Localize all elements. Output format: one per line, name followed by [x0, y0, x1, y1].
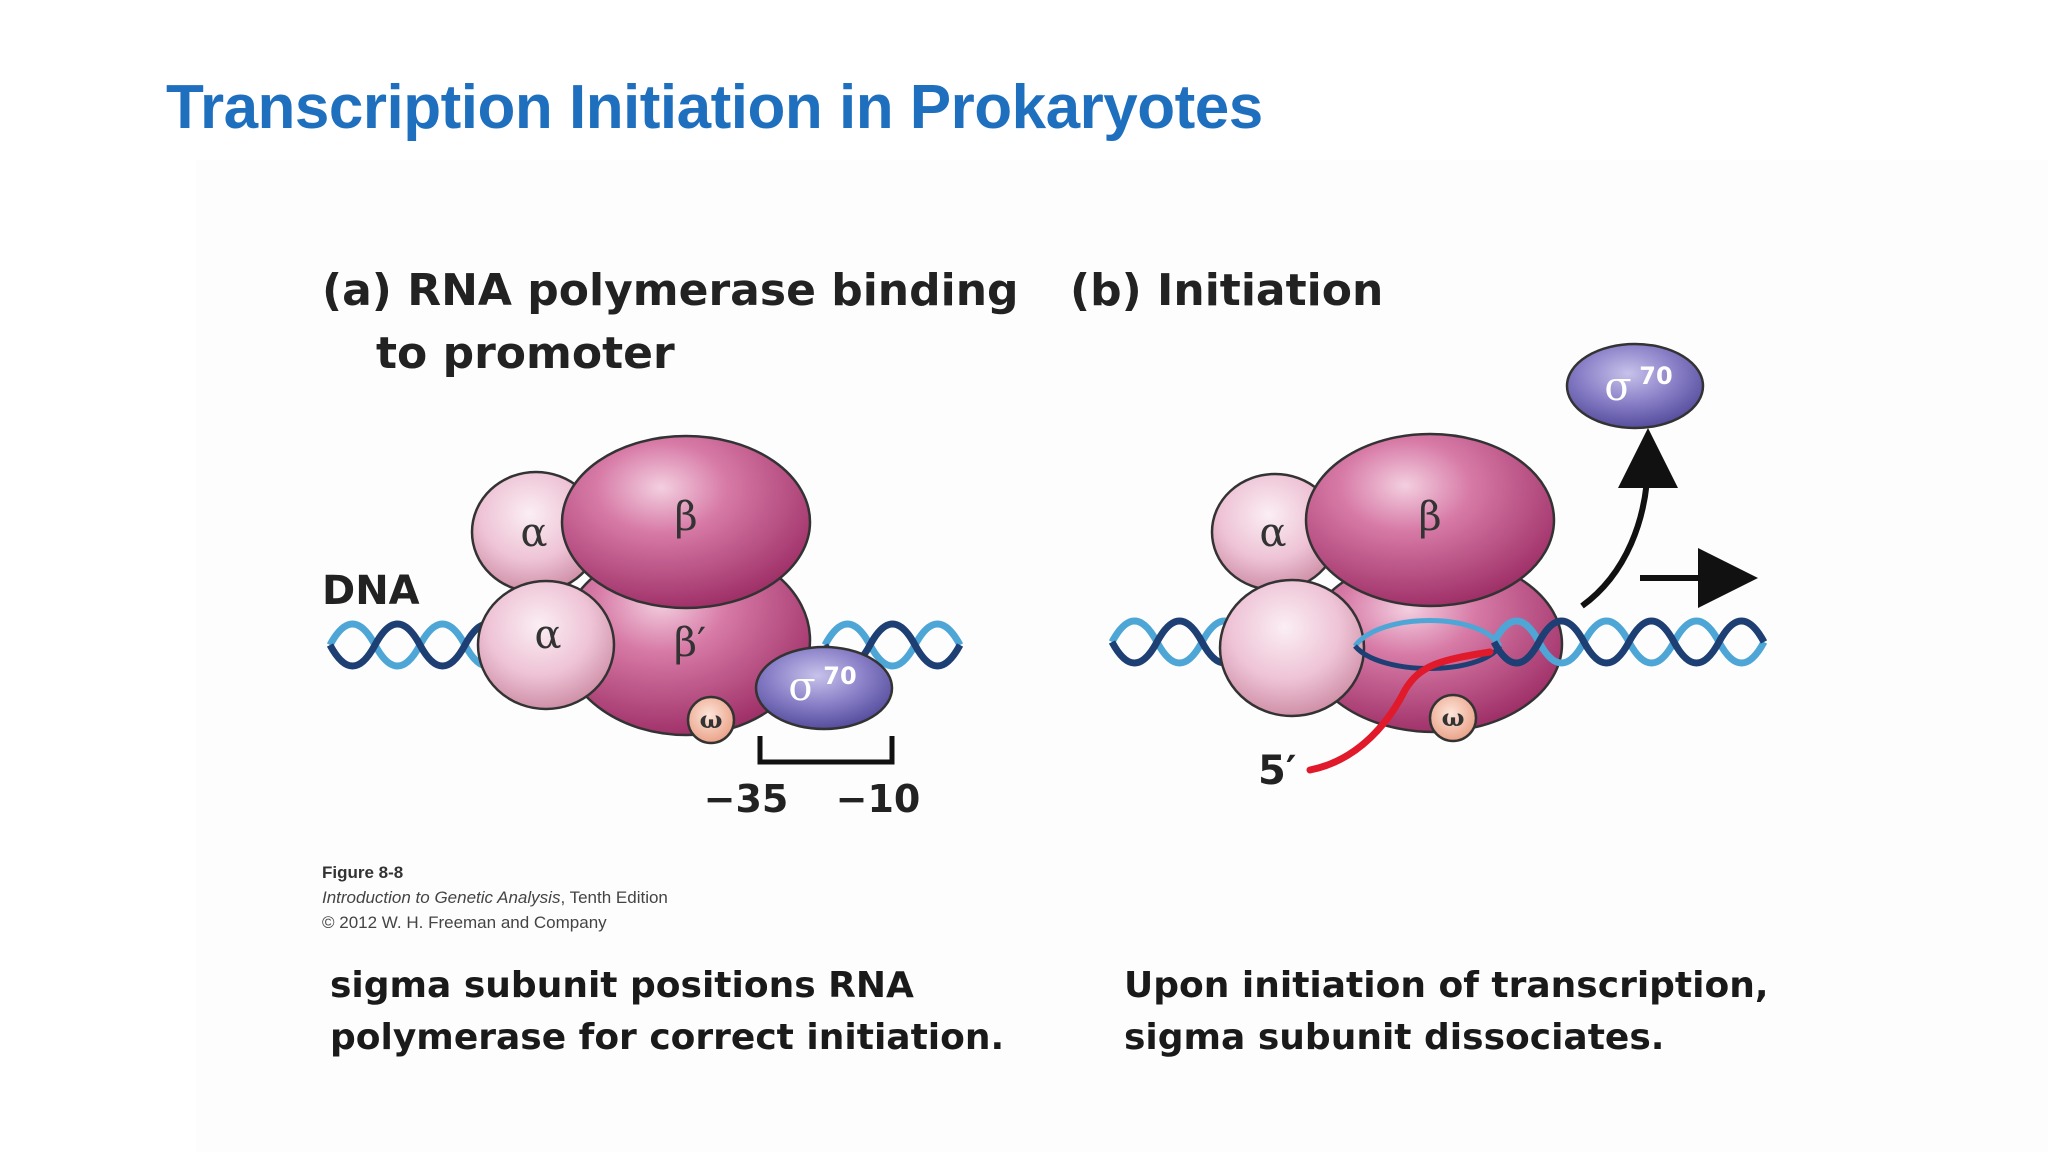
sigma-label-b: σ: [1604, 364, 1631, 410]
omega-label-a: ω: [700, 705, 723, 734]
caption-right: Upon initiation of transcription, sigma …: [1124, 960, 1769, 1064]
beta-label-b: β: [1418, 494, 1441, 540]
alpha-label-b: α: [1259, 510, 1286, 556]
sigma-sup-label-b: 70: [1639, 362, 1672, 390]
alpha-subunit-bottom-a: [476, 579, 616, 711]
sigma70-dissociated: [1565, 342, 1705, 430]
sigma-label-a: σ: [788, 664, 815, 710]
alpha-subunit-bottom-b: [1218, 578, 1366, 718]
sigma-release-arrow: [1580, 428, 1678, 609]
minus10-label: −10: [836, 777, 921, 821]
caption-left-line2: polymerase for correct initiation.: [330, 1017, 1005, 1058]
caption-right-line1: Upon initiation of transcription,: [1124, 965, 1769, 1006]
caption-left-line1: sigma subunit positions RNA: [330, 965, 914, 1006]
figure-copyright: © 2012 W. H. Freeman and Company: [322, 913, 607, 932]
dna-helix-b-right: [1490, 617, 1768, 667]
promoter-bracket: [757, 736, 895, 765]
omega-subunit-b: [1428, 693, 1478, 743]
slide-title: Transcription Initiation in Prokaryotes: [166, 73, 1263, 142]
caption-right-line2: sigma subunit dissociates.: [1124, 1017, 1665, 1058]
dna-label: DNA: [322, 568, 420, 614]
beta-subunit-a: [560, 434, 812, 610]
caption-left: sigma subunit positions RNA polymerase f…: [330, 960, 1004, 1064]
book-title: Introduction to Genetic Analysis: [322, 888, 561, 907]
beta-label-a: β: [674, 494, 697, 540]
figure-number: Figure 8-8: [322, 863, 403, 882]
panel-a-heading-line1: (a) RNA polymerase binding: [322, 265, 1019, 316]
panel-a-heading-line2: to promoter: [376, 328, 675, 379]
alpha-label-top-a: α: [520, 510, 547, 556]
rna-5prime-label: 5′: [1258, 748, 1296, 794]
book-edition: , Tenth Edition: [560, 888, 667, 907]
sigma-sup-label-a: 70: [823, 662, 856, 690]
rna-transcript: [1306, 648, 1494, 774]
alpha-label-bottom-a: α: [534, 612, 561, 658]
minus35-label: −35: [704, 777, 789, 821]
beta-subunit-b: [1304, 432, 1556, 608]
panel-b-heading: (b) Initiation: [1070, 265, 1383, 316]
figure-source: Introduction to Genetic Analysis, Tenth …: [322, 888, 668, 907]
sigma70-subunit-a: [754, 645, 894, 731]
omega-label-b: ω: [1442, 703, 1465, 732]
beta-prime-label-a: β′: [674, 620, 706, 666]
omega-subunit-a: [686, 695, 736, 745]
transcription-bubble-top: [1352, 618, 1503, 648]
